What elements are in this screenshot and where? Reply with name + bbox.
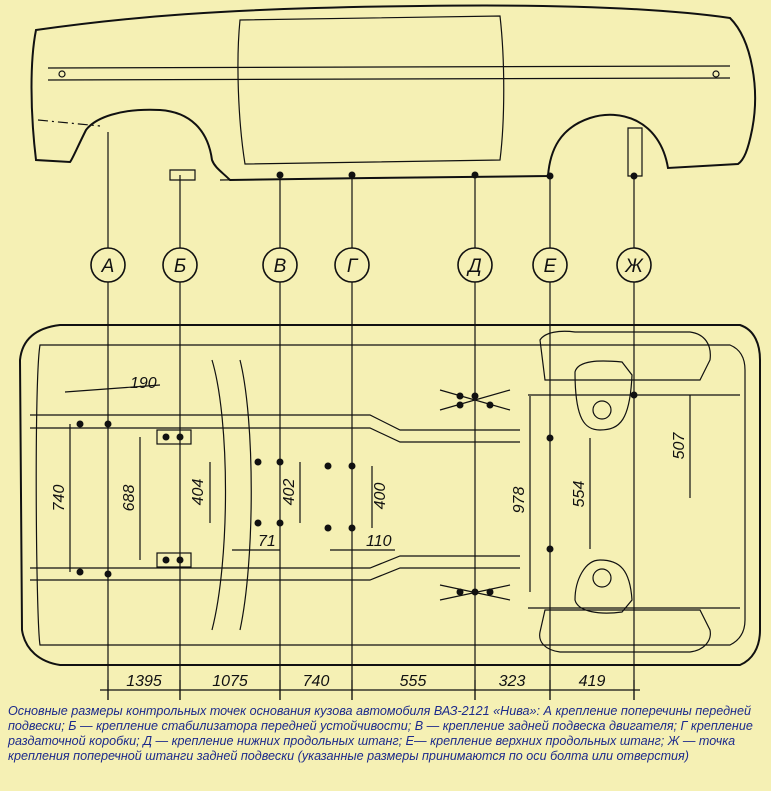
svg-text:В: В <box>274 256 287 277</box>
dim-71: 71 <box>258 533 276 550</box>
dim-190: 190 <box>130 375 157 392</box>
dim-110: 110 <box>366 533 392 550</box>
chain-dim-5: 323 <box>499 673 526 690</box>
svg-text:Ж: Ж <box>624 256 644 277</box>
svg-text:Г: Г <box>347 256 359 277</box>
side-bracket-b <box>169 169 196 181</box>
plan-inner-outline <box>35 344 746 646</box>
rail-bottom <box>30 555 520 569</box>
point-label-b: Б <box>162 247 198 283</box>
side-door-panel <box>237 15 505 165</box>
center-tunnel <box>211 359 227 631</box>
center-tunnel-2 <box>239 359 252 631</box>
dimension-lines <box>64 384 691 700</box>
point-label-a: А <box>90 247 126 283</box>
chain-dim-1: 1395 <box>126 673 162 690</box>
figure-caption: Основные размеры контрольных точек основ… <box>8 704 753 763</box>
side-view <box>30 4 757 182</box>
svg-text:Е: Е <box>544 256 557 277</box>
dim-404: 404 <box>190 479 207 506</box>
rear-arch-top <box>574 360 633 431</box>
point-label-e: Е <box>532 247 568 283</box>
rear-arch-bottom <box>574 559 633 614</box>
plan-points <box>76 391 638 596</box>
dim-740-a: 740 <box>51 485 68 512</box>
rail-top <box>30 414 520 431</box>
dim-978: 978 <box>511 487 528 514</box>
svg-text:Д: Д <box>466 256 481 277</box>
dim-507: 507 <box>671 432 688 460</box>
rear-panel-bottom <box>539 609 711 653</box>
point-label-zh: Ж <box>616 247 652 283</box>
rail-bottom-inner <box>30 567 520 581</box>
chain-dim-6: 419 <box>579 673 606 690</box>
dim-400: 400 <box>372 483 389 510</box>
rail-top-inner <box>30 427 520 443</box>
dim-554: 554 <box>571 481 588 508</box>
point-label-v: В <box>262 247 298 283</box>
plan-view <box>18 324 761 666</box>
dim-688: 688 <box>121 485 138 512</box>
side-sill-line-2 <box>47 77 731 81</box>
dim-402: 402 <box>281 479 298 506</box>
side-sill-line <box>47 65 731 69</box>
plan-outline <box>18 324 761 666</box>
body-base-diagram: А Б В Г Д Е Ж 190 740 688 404 402 400 71… <box>18 4 761 700</box>
chain-dim-3: 740 <box>303 673 330 690</box>
chain-dim-4: 555 <box>400 673 427 690</box>
side-floor-bottom <box>219 175 549 181</box>
rear-panel-top <box>539 330 711 381</box>
svg-text:Б: Б <box>174 256 186 277</box>
point-label-g: Г <box>334 247 370 283</box>
point-label-d: Д <box>457 247 493 283</box>
side-body-outline <box>30 4 757 182</box>
side-bracket-zh <box>627 127 643 177</box>
chain-dim-2: 1075 <box>212 673 248 690</box>
svg-text:А: А <box>101 256 115 277</box>
